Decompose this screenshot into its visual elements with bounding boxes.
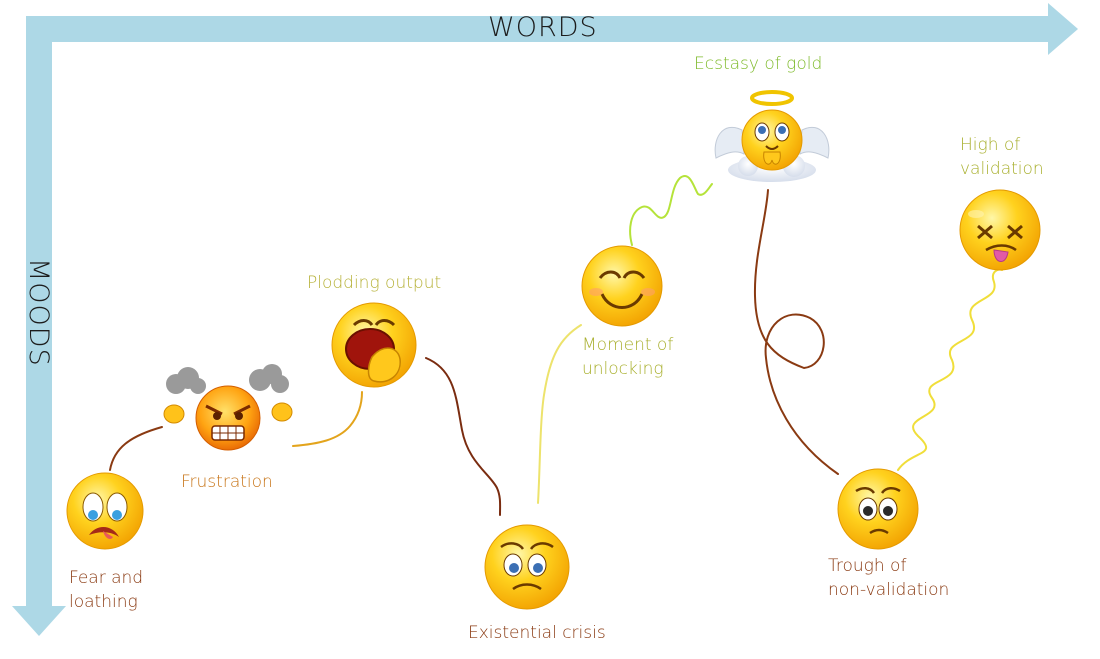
y-axis-label: MOODS <box>23 258 54 367</box>
angel-face-icon <box>714 90 830 182</box>
label-high-of-validation: High of validation <box>960 133 1044 181</box>
y-axis-bar <box>26 16 52 614</box>
label-ecstasy-of-gold: Ecstasy of gold <box>694 52 822 76</box>
smiling-face-icon <box>581 245 663 327</box>
label-line: Moment of <box>582 335 674 355</box>
connectors <box>109 175 1003 516</box>
connector-existential-unlocking <box>537 324 582 504</box>
sad-face-icon <box>484 524 570 610</box>
label-line: High of <box>960 135 1021 155</box>
label-line: Ecstasy of gold <box>694 54 823 74</box>
connector-ecstasy-trough <box>753 189 839 475</box>
x-axis-label: WORDS <box>488 12 598 43</box>
label-plodding-output: Plodding output <box>307 271 441 295</box>
connector-fear-frustration <box>109 426 163 471</box>
label-line: unlocking <box>582 359 664 379</box>
label-line: Plodding output <box>307 273 442 293</box>
label-frustration: Frustration <box>181 470 273 494</box>
label-line: Existential crisis <box>468 623 606 643</box>
connector-trough-high <box>897 268 1003 471</box>
label-trough-of-non-validation: Trough of non-validation <box>828 554 949 602</box>
yawning-face-icon <box>331 302 417 388</box>
label-line: Fear and <box>69 568 144 588</box>
connector-unlocking-ecstasy <box>629 175 713 246</box>
label-moment-of-unlocking: Moment of unlocking <box>582 333 673 381</box>
crying-face-icon <box>66 472 144 550</box>
dizzy-face-icon <box>959 189 1041 271</box>
label-line: non-validation <box>828 580 950 600</box>
worried-face-icon <box>837 468 919 550</box>
angry-face-icon <box>163 364 293 451</box>
axes <box>12 3 1078 636</box>
y-axis-arrowhead <box>12 606 66 636</box>
label-line: validation <box>960 159 1044 179</box>
connector-plodding-existential <box>425 357 502 516</box>
x-axis-arrowhead <box>1048 3 1078 55</box>
label-line: Trough of <box>828 556 907 576</box>
x-axis-bar <box>26 16 1056 42</box>
label-fear-and-loathing: Fear and loathing <box>69 566 143 614</box>
label-line: Frustration <box>181 472 273 492</box>
label-line: loathing <box>69 592 138 612</box>
connector-frustration-plodding <box>292 391 363 447</box>
label-existential-crisis: Existential crisis <box>468 621 606 645</box>
